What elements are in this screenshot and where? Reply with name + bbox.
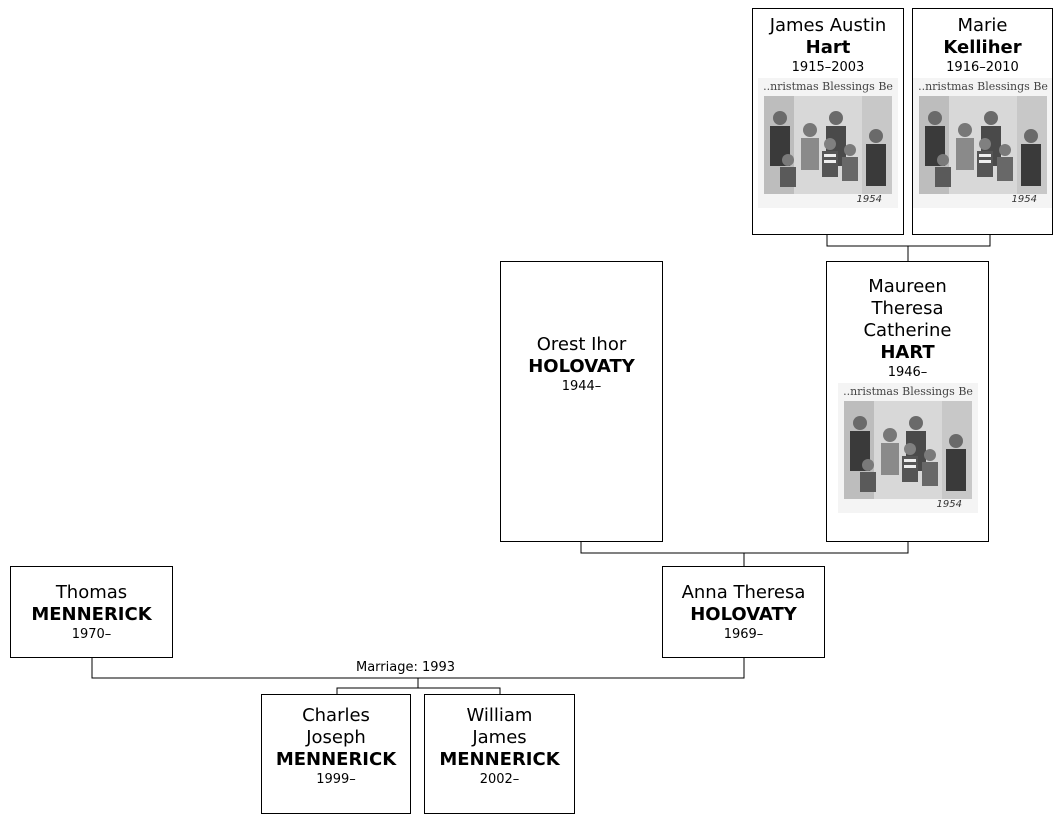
person-card-william-james-mennerick[interactable]: William James MENNERICK 2002– [424, 694, 575, 814]
surname: MENNERICK [439, 749, 560, 770]
surname: MENNERICK [275, 749, 397, 770]
photo-caption: ..nristmas Blessings Be [843, 385, 973, 398]
given-name: Marie [957, 15, 1008, 36]
life-years: 1970– [71, 626, 112, 642]
person-card-marie-kelliher[interactable]: Marie Kelliher 1916–2010 ..nristmas Bles… [912, 8, 1053, 235]
connector-hart-parents [826, 235, 991, 247]
given-name: Charles Joseph [302, 705, 370, 748]
life-years: 1999– [316, 772, 356, 787]
surname: Hart [805, 37, 851, 58]
given-name: Thomas [55, 581, 128, 603]
photo-caption: ..nristmas Blessings Be [763, 80, 893, 93]
surname: Kelliher [943, 37, 1022, 58]
given-name: James Austin [769, 15, 887, 36]
surname: HOLOVATY [690, 603, 797, 625]
connector-children [336, 687, 501, 694]
photo-year: 1954 [857, 194, 882, 205]
connector-holovaty-parents [580, 542, 909, 554]
person-card-james-austin-hart[interactable]: James Austin Hart 1915–2003 ..nristmas B… [752, 8, 904, 235]
marriage-label: Marriage: 1993 [354, 660, 458, 676]
person-card-thomas-mennerick[interactable]: Thomas MENNERICK 1970– [10, 566, 173, 658]
life-years: 1946– [887, 365, 928, 380]
family-photo-image: ..nristmas Blessings Be 1954 [913, 78, 1052, 208]
given-name: Maureen Theresa Catherine [863, 276, 952, 341]
family-photo-image: ..nristmas Blessings Be 1954 [758, 78, 898, 208]
photo-year: 1954 [1011, 194, 1036, 205]
photo-caption: ..nristmas Blessings Be [918, 80, 1048, 93]
surname: MENNERICK [31, 603, 152, 625]
person-card-anna-theresa-holovaty[interactable]: Anna Theresa HOLOVATY 1969– [662, 566, 825, 658]
person-card-charles-joseph-mennerick[interactable]: Charles Joseph MENNERICK 1999– [261, 694, 411, 814]
person-card-orest-ihor-holovaty[interactable]: Orest Ihor HOLOVATY 1944– [500, 261, 663, 542]
life-years: 1915–2003 [791, 60, 865, 75]
family-photo-image: ..nristmas Blessings Be 1954 [837, 383, 978, 513]
life-years: 1969– [723, 626, 764, 642]
person-card-maureen-theresa-catherine-hart[interactable]: Maureen Theresa Catherine HART 1946– ..n… [826, 261, 989, 542]
surname: HOLOVATY [528, 356, 635, 377]
given-name: Orest Ihor [536, 334, 627, 355]
given-name: William James [466, 705, 533, 748]
surname: HART [880, 342, 935, 363]
life-years: 1944– [561, 379, 602, 394]
life-years: 1916–2010 [946, 60, 1019, 75]
life-years: 2002– [479, 772, 520, 787]
photo-year: 1954 [936, 499, 961, 510]
given-name: Anna Theresa [681, 581, 806, 603]
